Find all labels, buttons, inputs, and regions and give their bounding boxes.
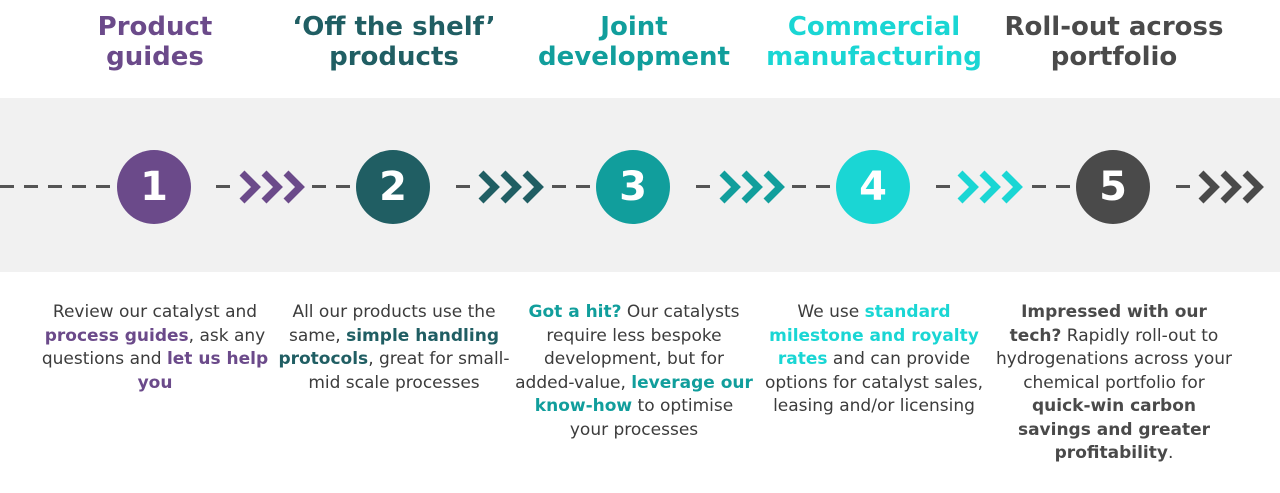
- description-text: Rapidly roll-out to hydrogenations acros…: [995, 325, 1233, 393]
- timeline-dash: [816, 185, 830, 188]
- step-5-chevrons-icon: [1198, 170, 1264, 204]
- step-4-title-line1: Commercial: [787, 12, 961, 42]
- timeline-dash: [24, 185, 38, 188]
- highlight-text: leverage our know-how: [534, 372, 753, 417]
- timeline-dash: [48, 185, 62, 188]
- step-3-title: Joint development: [514, 12, 754, 72]
- timeline-dash: [216, 185, 230, 188]
- description-text: to optimise your processes: [569, 396, 734, 440]
- timeline-dash: [936, 185, 950, 188]
- step-3-title-line1: Joint: [600, 12, 668, 42]
- highlight-text: simple handling protocols: [278, 325, 499, 370]
- description-text: Review our catalyst and: [52, 302, 258, 322]
- timeline-dash: [1056, 185, 1070, 188]
- step-2-title-line2: products: [329, 42, 459, 72]
- step-1-description: Review our catalyst and process guides, …: [35, 301, 275, 395]
- step-1-title-line1: Product: [97, 12, 213, 42]
- step-2-chevrons-icon: [478, 170, 544, 204]
- timeline-dash: [1176, 185, 1190, 188]
- timeline-dash: [696, 185, 710, 188]
- description-text: All our products use the same,: [289, 302, 496, 346]
- timeline-dash: [576, 185, 590, 188]
- highlight-text: quick-win carbon savings and greater pro…: [1017, 396, 1211, 463]
- timeline-dash: [552, 185, 566, 188]
- step-4-title-line2: manufacturing: [766, 42, 982, 72]
- step-3-number-circle: 3: [596, 150, 670, 224]
- description-text: , great for small-mid scale processes: [308, 349, 510, 393]
- description-text: , ask any questions and: [41, 325, 266, 370]
- timeline-dash: [72, 185, 86, 188]
- step-4-number-circle: 4: [836, 150, 910, 224]
- step-4-chevrons-icon: [957, 170, 1023, 204]
- timeline-dash: [0, 185, 14, 188]
- step-1-title: Product guides: [35, 12, 275, 72]
- timeline-dash: [792, 185, 806, 188]
- description-text: We use: [797, 302, 865, 322]
- timeline-dash: [456, 185, 470, 188]
- step-2-description: All our products use the same, simple ha…: [274, 301, 514, 395]
- description-text: .: [1167, 443, 1174, 463]
- step-4-description: We use standard milestone and royalty ra…: [754, 301, 994, 419]
- step-5-description: Impressed with our tech? Rapidly roll-ou…: [994, 301, 1234, 466]
- step-1-title-line2: guides: [106, 42, 204, 72]
- timeline-dash: [312, 185, 326, 188]
- highlight-text: process guides: [44, 325, 189, 346]
- description-text: Our catalysts require less bespoke devel…: [515, 302, 740, 393]
- timeline-dash: [96, 185, 110, 188]
- timeline-dash: [336, 185, 350, 188]
- step-5-title-line1: Roll-out across: [1004, 12, 1224, 42]
- step-2-title: ‘Off the shelf’ products: [274, 12, 514, 72]
- step-1-chevrons-icon: [239, 170, 305, 204]
- highlight-text: let us help you: [137, 349, 269, 393]
- step-2-number-circle: 2: [356, 150, 430, 224]
- step-5-title-line2: portfolio: [1050, 42, 1178, 72]
- step-5-title: Roll-out across portfolio: [994, 12, 1234, 72]
- highlight-text: Got a hit?: [528, 302, 622, 322]
- step-3-chevrons-icon: [719, 170, 785, 204]
- highlight-text: standard milestone and royalty rates: [769, 302, 979, 369]
- step-5-number-circle: 5: [1076, 150, 1150, 224]
- step-2-title-line1: ‘Off the shelf’: [292, 12, 496, 42]
- description-text: and can provide options for catalyst sal…: [764, 349, 984, 416]
- step-3-title-line2: development: [538, 42, 730, 72]
- step-1-number-circle: 1: [117, 150, 191, 224]
- highlight-text: Impressed with our tech?: [1009, 302, 1207, 346]
- step-4-title: Commercial manufacturing: [754, 12, 994, 72]
- timeline-dash: [1032, 185, 1046, 188]
- step-3-description: Got a hit? Our catalysts require less be…: [514, 301, 754, 442]
